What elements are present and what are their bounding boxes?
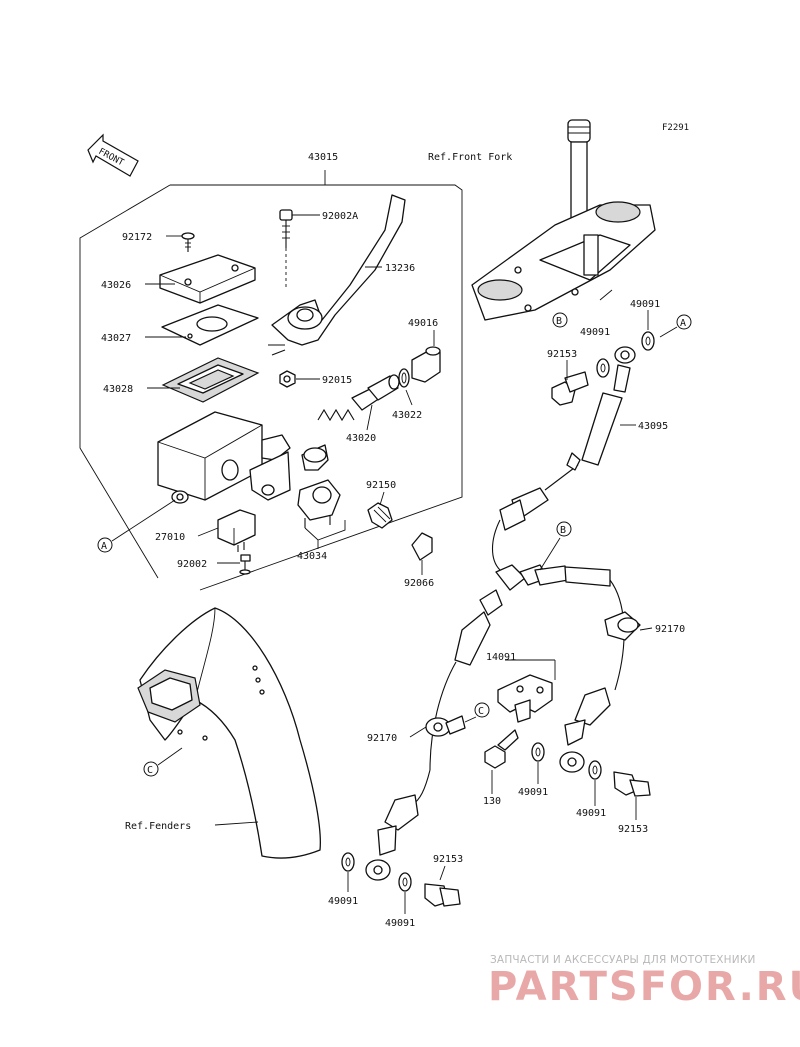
callout-a-left: A [97, 537, 113, 553]
hose-junction [454, 564, 611, 666]
part-label-13236: 13236 [385, 263, 415, 274]
callout-b-top: B [552, 312, 568, 328]
assembly-outline-43015 [79, 170, 463, 591]
holder-clamp-43034 [297, 444, 346, 541]
part-label-49091-bl: 49091 [328, 896, 358, 907]
watermark: ЗАПЧАСТИ И АКСЕССУАРЫ ДЛЯ МОТОТЕХНИКИ PA… [488, 954, 800, 1010]
part-label-92170-right: 92170 [655, 624, 685, 635]
part-label-92150: 92150 [366, 480, 396, 491]
ref-front-fork: Ref.Front Fork [428, 152, 512, 163]
callout-c-hose: C [474, 702, 490, 718]
part-label-92153-right: 92153 [618, 824, 648, 835]
ref-fenders: Ref.Fenders [125, 821, 191, 832]
boot-49016 [411, 346, 441, 383]
diagram-code: F2291 [662, 123, 689, 133]
part-label-92170-left: 92170 [367, 733, 397, 744]
part-label-130: 130 [483, 796, 501, 807]
callout-b-mid-label: B [560, 525, 566, 536]
nut-92015 [279, 370, 296, 388]
master-cylinder-body [157, 411, 291, 504]
part-label-49016: 49016 [408, 318, 438, 329]
callout-c-fender: C [143, 761, 159, 777]
callout-a-right: A [676, 314, 692, 330]
callout-b-top-label: B [556, 316, 562, 327]
front-fork-bracket [471, 119, 656, 321]
hose-bracket-14091 [497, 674, 553, 723]
part-label-43020: 43020 [346, 433, 376, 444]
part-label-49091-top1: 49091 [630, 299, 660, 310]
part-label-49091-right: 49091 [576, 808, 606, 819]
part-label-43015: 43015 [308, 152, 338, 163]
part-label-49091-top2: 49091 [580, 327, 610, 338]
washer-49091-3 [531, 742, 545, 762]
callout-a-left-label: A [101, 541, 107, 552]
part-label-14091: 14091 [486, 652, 516, 663]
watermark-logo: PARTSFOR.RU [488, 964, 800, 1010]
part-labels: 43015 92172 92002A 13236 43026 43027 430… [101, 152, 685, 929]
piston-assy-43020 [317, 374, 400, 422]
callout-c-fender-label: C [147, 765, 153, 776]
callout-c-hose-label: C [478, 706, 484, 717]
brake-hose-left-lower [365, 661, 466, 881]
diaphragm-43028 [161, 357, 260, 403]
part-label-43027: 43027 [101, 333, 131, 344]
screw-92002 [239, 554, 251, 575]
reservoir-cap-43026 [159, 254, 256, 304]
part-label-92153-top: 92153 [547, 349, 577, 360]
part-label-43095: 43095 [638, 421, 668, 432]
brake-hose-right-lower [559, 579, 641, 773]
washer-49091-5 [341, 852, 355, 872]
part-label-27010: 27010 [155, 532, 185, 543]
part-label-92153-bottom: 92153 [433, 854, 463, 865]
part-label-43022: 43022 [392, 410, 422, 421]
part-label-49091-bm: 49091 [385, 918, 415, 929]
screw-92172 [181, 232, 195, 252]
part-label-92015: 92015 [322, 375, 352, 386]
part-label-92002A: 92002A [322, 211, 358, 222]
washer-49091-2 [596, 358, 610, 378]
banjo-bolt-92153-top [551, 371, 589, 406]
brake-lever-13236 [268, 194, 406, 356]
part-label-92172: 92172 [122, 232, 152, 243]
watermark-tagline: ЗАПЧАСТИ И АКСЕССУАРЫ ДЛЯ МОТОТЕХНИКИ [490, 954, 756, 966]
bolt-130 [484, 729, 519, 769]
part-label-43028: 43028 [103, 384, 133, 395]
part-label-43026: 43026 [101, 280, 131, 291]
washer-49091-1 [641, 331, 655, 351]
diaphragm-plate-43027 [161, 304, 259, 346]
part-label-49091-mid: 49091 [518, 787, 548, 798]
leader-lines [111, 214, 678, 914]
circlip-43022 [398, 368, 410, 388]
banjo-bolt-92153-right [613, 771, 651, 797]
front-fender [137, 607, 321, 859]
banjo-bolt-92153-bottom [424, 883, 461, 907]
bolt-92002A [279, 209, 293, 290]
brake-hose-43095 [491, 346, 636, 571]
washer-49091-4 [588, 760, 602, 780]
front-arrow-icon: FRONT [87, 133, 139, 177]
bolt-92150 [367, 502, 393, 529]
callout-b-mid: B [556, 521, 572, 537]
washer-49091-6 [398, 872, 412, 892]
part-label-92066: 92066 [404, 578, 434, 589]
brake-switch-27010 [217, 509, 256, 552]
cap-92066 [411, 532, 433, 561]
part-label-43034: 43034 [297, 551, 327, 562]
callout-a-right-label: A [680, 318, 686, 329]
part-label-92002: 92002 [177, 559, 207, 570]
